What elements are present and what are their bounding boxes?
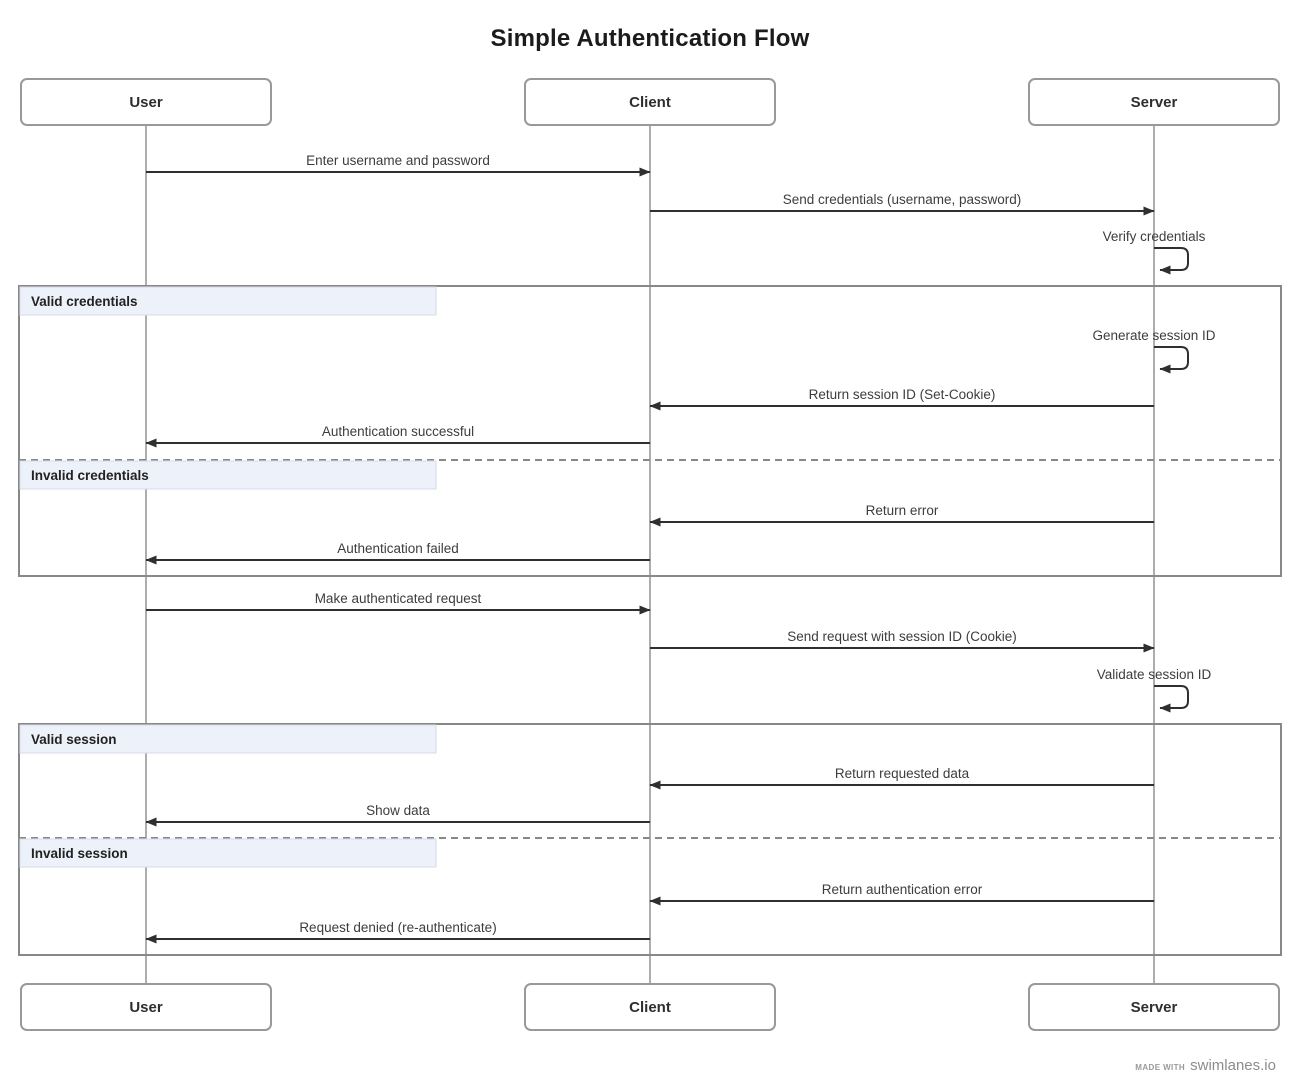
message-label: Return session ID (Set-Cookie) — [809, 387, 996, 402]
message: Request denied (re-authenticate) — [145, 920, 650, 944]
message-label: Show data — [366, 803, 430, 818]
condition-label-text: Valid credentials — [31, 294, 138, 309]
self-message-label: Generate session ID — [1092, 328, 1215, 343]
condition-label-text: Invalid session — [31, 846, 128, 861]
message: Send request with session ID (Cookie) — [650, 629, 1155, 653]
actor-label: Client — [629, 999, 671, 1016]
swimlanes-brand-link[interactable]: swimlanes.io — [1190, 1057, 1276, 1074]
condition-label-text: Valid session — [31, 732, 117, 747]
condition-block-frame — [18, 723, 1282, 956]
message: Return error — [649, 503, 1154, 527]
diagram-title: Simple Authentication Flow — [490, 25, 810, 52]
message-label: Enter username and password — [306, 153, 490, 168]
message-label: Request denied (re-authenticate) — [299, 920, 496, 935]
self-message: Validate session ID — [1097, 667, 1212, 713]
actor-box-rect — [1028, 78, 1280, 126]
condition-label: Invalid session — [19, 838, 437, 868]
message: Return session ID (Set-Cookie) — [649, 387, 1154, 411]
self-message: Verify credentials — [1103, 229, 1206, 275]
message: Enter username and password — [146, 153, 651, 177]
condition-label-bg — [19, 838, 437, 868]
actor-box-rect — [20, 78, 272, 126]
message: Authentication successful — [145, 424, 650, 448]
actor-box-rect — [524, 983, 776, 1031]
actor-box-user-top: User — [20, 78, 272, 126]
message-label: Authentication failed — [337, 541, 459, 556]
actor-box-server-top: Server — [1028, 78, 1280, 126]
made-with-label: MADE WITH — [1135, 1063, 1186, 1072]
message: Authentication failed — [145, 541, 650, 565]
message: Return requested data — [649, 766, 1154, 790]
actor-box-user-bottom: User — [20, 983, 272, 1031]
message: Send credentials (username, password) — [650, 192, 1155, 216]
self-message-loop — [1154, 247, 1189, 275]
message-label: Return authentication error — [822, 882, 983, 897]
self-message-label: Validate session ID — [1097, 667, 1212, 682]
condition-label-bg — [19, 460, 437, 490]
actor-label: User — [129, 94, 163, 111]
condition-label: Valid credentials — [19, 286, 437, 316]
actor-box-rect — [524, 78, 776, 126]
actor-box-server-bottom: Server — [1028, 983, 1280, 1031]
self-message: Generate session ID — [1092, 328, 1216, 374]
message: Show data — [145, 803, 650, 827]
condition-block-frame — [18, 285, 1282, 577]
actor-label: Server — [1131, 999, 1178, 1016]
message-label: Return requested data — [835, 766, 970, 781]
condition-label-bg — [19, 724, 437, 754]
self-message-label: Verify credentials — [1103, 229, 1206, 244]
message-label: Return error — [866, 503, 939, 518]
footer-credit: MADE WITH swimlanes.io — [1135, 1057, 1276, 1075]
message-label: Make authenticated request — [315, 591, 482, 606]
condition-label: Valid session — [19, 724, 437, 754]
condition-blocks-layer — [18, 285, 1282, 956]
condition-label-bg — [19, 286, 437, 316]
self-message-loop — [1154, 685, 1189, 713]
actor-box-rect — [1028, 983, 1280, 1031]
self-message-loop — [1154, 346, 1189, 374]
condition-label-text: Invalid credentials — [31, 468, 149, 483]
message-label: Send request with session ID (Cookie) — [787, 629, 1017, 644]
actor-box-rect — [20, 983, 272, 1031]
message-label: Authentication successful — [322, 424, 474, 439]
actor-box-client-top: Client — [524, 78, 776, 126]
condition-label: Invalid credentials — [19, 460, 437, 490]
message-label: Send credentials (username, password) — [783, 192, 1022, 207]
actor-label: Client — [629, 94, 671, 111]
message: Return authentication error — [649, 882, 1154, 906]
actor-label: Server — [1131, 94, 1178, 111]
actor-label: User — [129, 999, 163, 1016]
actor-box-client-bottom: Client — [524, 983, 776, 1031]
message: Make authenticated request — [146, 591, 651, 615]
